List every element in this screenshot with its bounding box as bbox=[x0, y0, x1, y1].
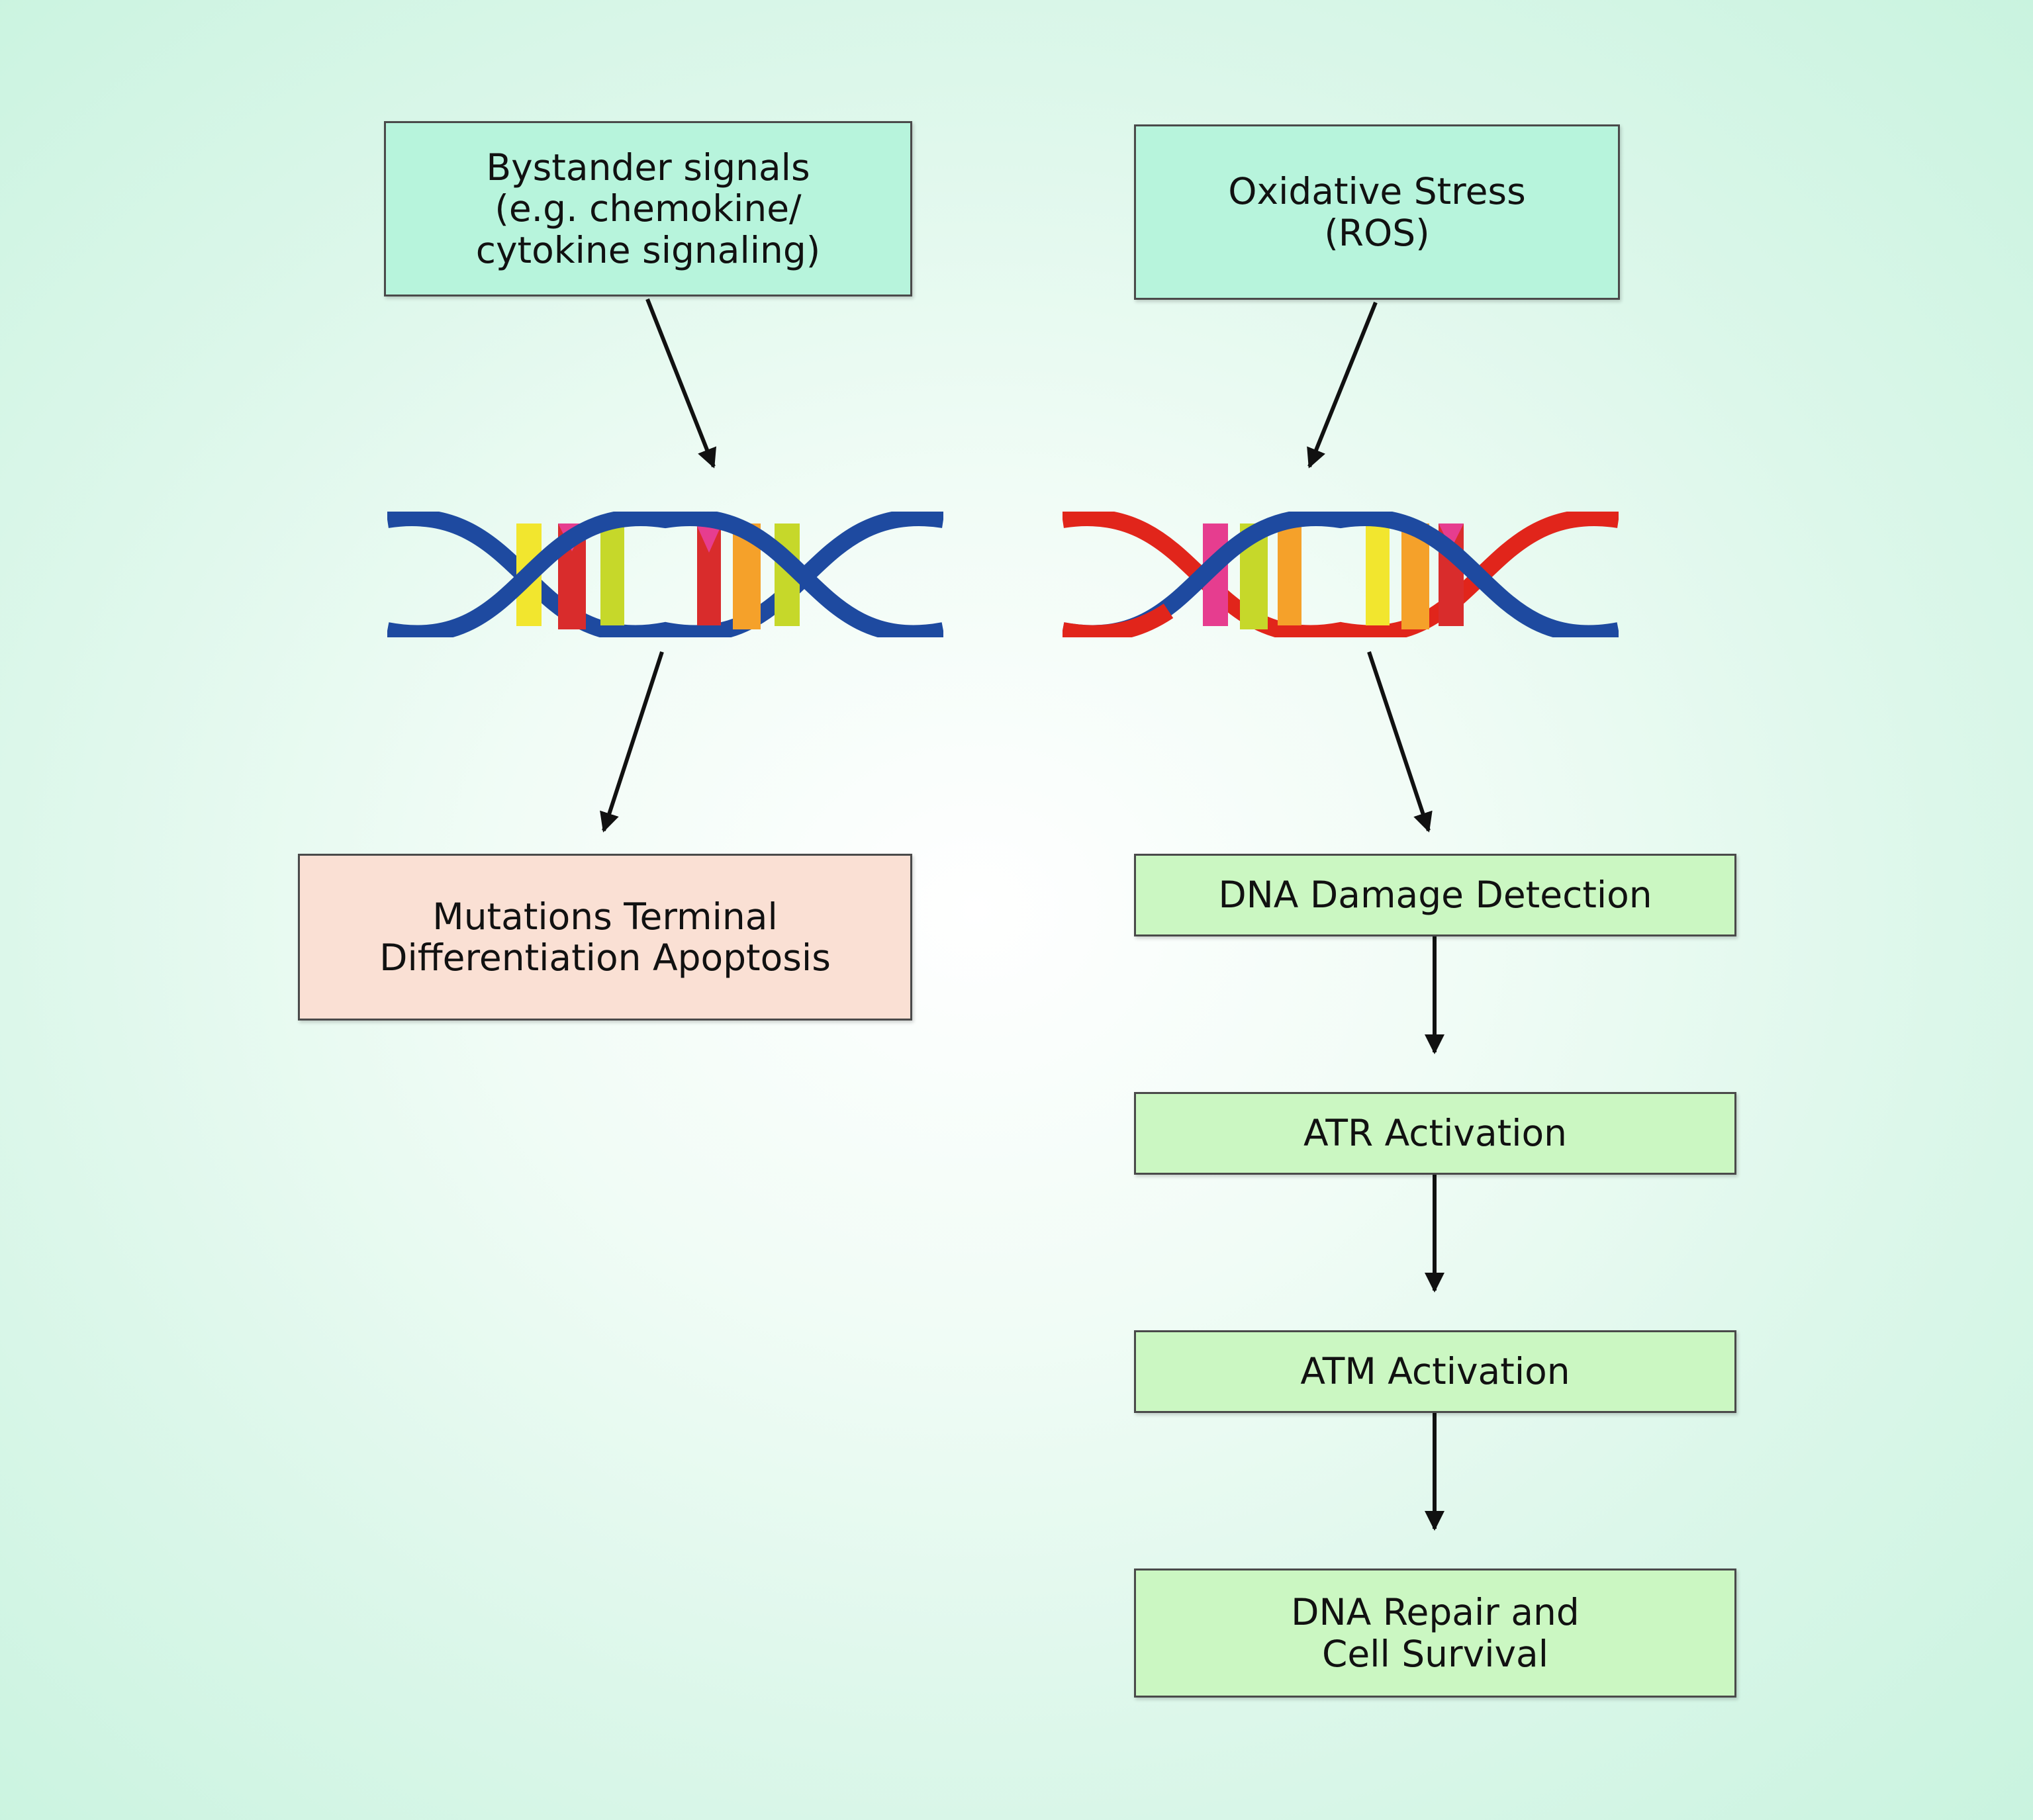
bystander-signals-line-1: Bystander signals bbox=[486, 146, 810, 189]
bystander-signals-box: Bystander signals (e.g. chemokine/ cytok… bbox=[384, 121, 912, 296]
arrow-dna-to-detection bbox=[1367, 651, 1433, 833]
oxidative-stress-line-1: Oxidative Stress bbox=[1228, 170, 1526, 213]
outcome-line-1: Mutations Terminal bbox=[432, 895, 778, 938]
arrow-dna-to-outcome bbox=[600, 651, 664, 833]
atm-activation-label: ATM Activation bbox=[1300, 1350, 1570, 1393]
dna-damage-detection-box: DNA Damage Detection bbox=[1134, 854, 1736, 936]
outcome-box: Mutations Terminal Differentiation Apopt… bbox=[298, 854, 912, 1021]
outcome-line-2: Differentiation Apoptosis bbox=[379, 936, 831, 979]
dna-repair-line-2: Cell Survival bbox=[1321, 1632, 1549, 1675]
atr-activation-box: ATR Activation bbox=[1134, 1092, 1736, 1175]
damaged-dna-helix-icon bbox=[1063, 512, 1619, 637]
arrow-bystander-to-dna bbox=[645, 298, 717, 469]
dna-helix-icon bbox=[387, 512, 943, 637]
oxidative-stress-line-2: (ROS) bbox=[1324, 211, 1430, 254]
atm-activation-box: ATM Activation bbox=[1134, 1330, 1736, 1413]
dna-repair-box: DNA Repair and Cell Survival bbox=[1134, 1569, 1736, 1698]
arrow-ros-to-dna bbox=[1307, 301, 1378, 469]
bystander-signals-line-2: (e.g. chemokine/ bbox=[495, 187, 802, 230]
bystander-signals-line-3: cytokine signaling) bbox=[475, 228, 821, 271]
oxidative-stress-box: Oxidative Stress (ROS) bbox=[1134, 124, 1620, 300]
dna-repair-line-1: DNA Repair and bbox=[1291, 1591, 1580, 1634]
dna-damage-detection-label: DNA Damage Detection bbox=[1218, 874, 1652, 917]
atr-activation-label: ATR Activation bbox=[1303, 1112, 1567, 1155]
